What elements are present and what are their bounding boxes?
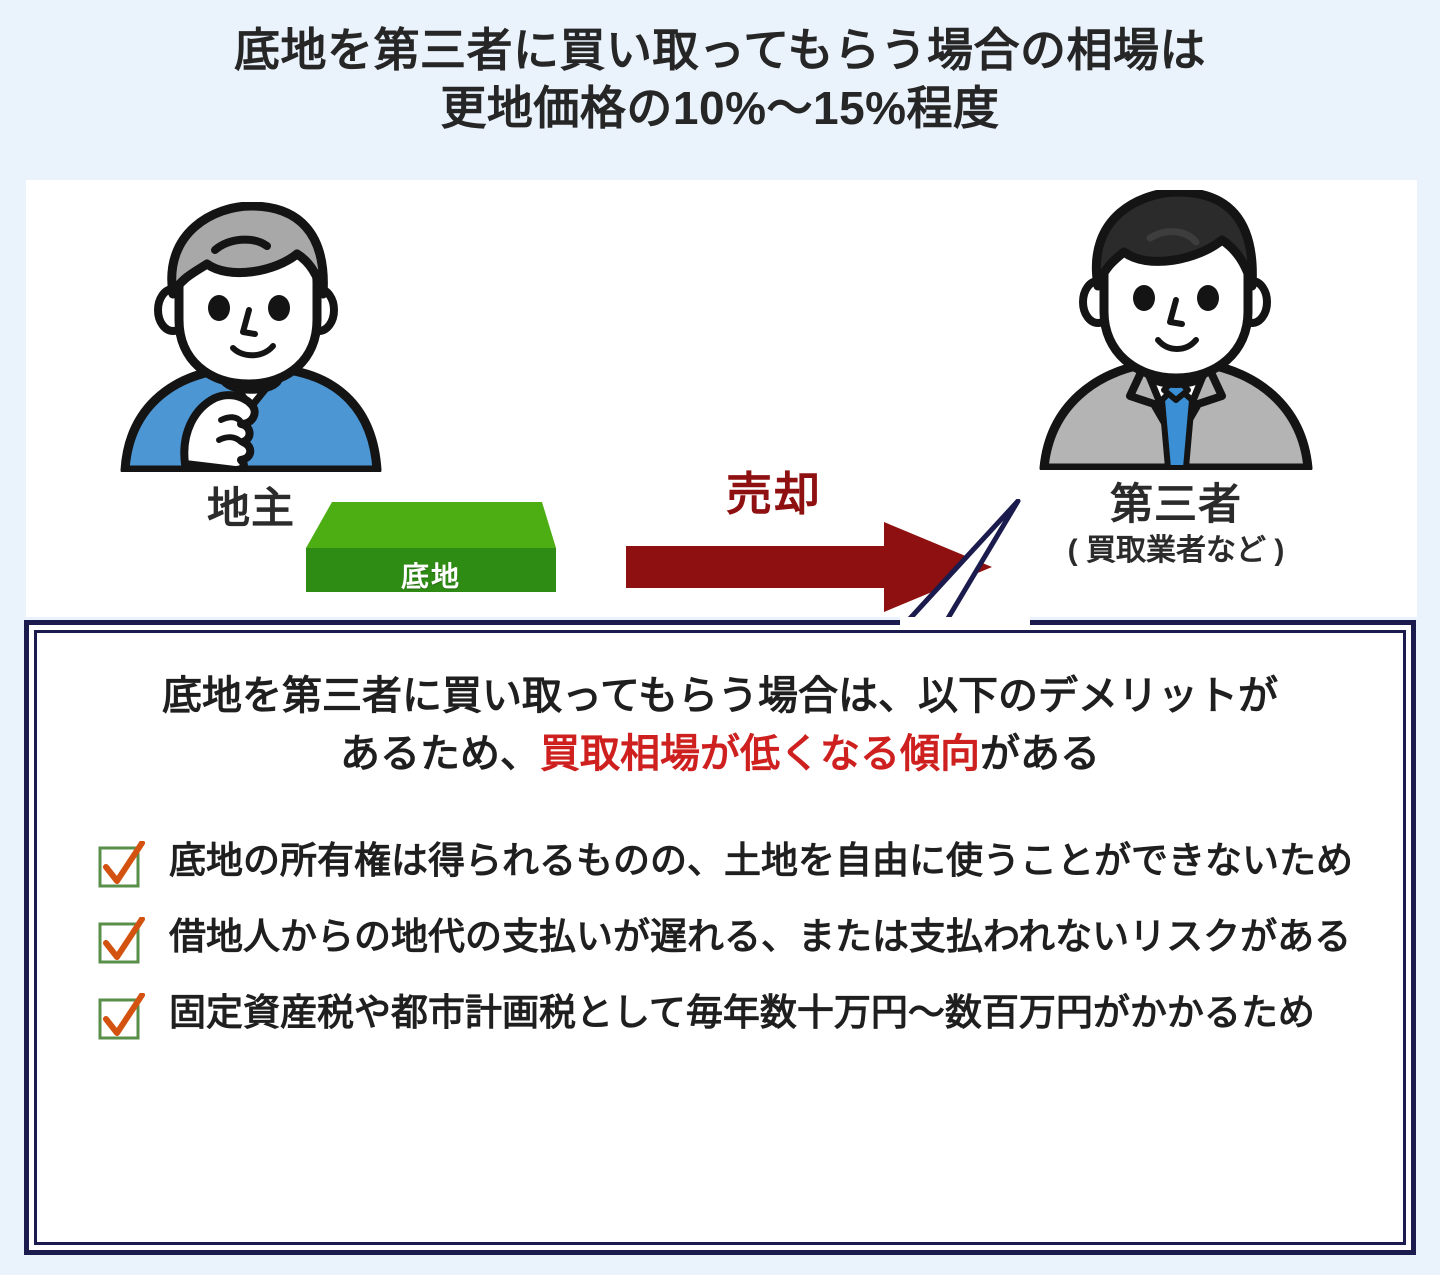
sell-arrow-label: 売却 [723,465,823,523]
sell-arrow-group: 売却 [626,460,996,612]
list-item: 底地の所有権は得られるものの、土地を自由に使うことができないため [97,835,1357,889]
callout-heading-line1: 底地を第三者に買い取ってもらう場合は、以下のデメリットが [162,674,1278,718]
land-slab-label: 底地 [400,561,461,592]
callout-heading-line2-after: がある [980,732,1100,776]
callout-heading: 底地を第三者に買い取ってもらう場合は、以下のデメリットが あるため、買取相場が低… [83,667,1357,783]
land-slab: 底地 [304,500,558,600]
checkbox-checked-icon [98,917,145,964]
landowner-person-icon [120,201,382,475]
landowner-group: 地主 [111,201,391,562]
page-title-line-1: 底地を第三者に買い取ってもらう場合の相場は [234,24,1206,76]
callout-inner-frame: 底地を第三者に買い取ってもらう場合は、以下のデメリットが あるため、買取相場が低… [34,630,1406,1245]
third-party-sublabel: ( 買取業者など ) [1067,534,1285,567]
page-title: 底地を第三者に買い取ってもらう場合の相場は 更地価格の10%～15%程度 [0,0,1440,138]
right-arrow-icon [626,522,992,612]
third-party-group: 第三者 ( 買取業者など ) [1026,187,1326,590]
list-item-text: 底地の所有権は得られるものの、土地を自由に使うことができないため [169,840,1353,881]
demerit-checklist: 底地の所有権は得られるものの、土地を自由に使うことができないため 借地人からの地… [83,835,1357,1041]
callout-heading-highlight: 買取相場が低くなる傾向 [540,732,980,776]
land-slab-icon [306,502,556,592]
third-party-label: 第三者 [1110,481,1242,529]
list-item-text: 借地人からの地代の支払いが遅れる、または支払われないリスクがある [169,916,1352,957]
checkbox-checked-icon [98,993,145,1040]
list-item: 借地人からの地代の支払いが遅れる、または支払われないリスクがある [97,911,1357,965]
callout-heading-line2-before: あるため、 [340,732,540,776]
landowner-label: 地主 [207,485,295,533]
diagram-card: 地主 底地 売却 [26,180,1417,617]
page-title-line-2: 更地価格の10%～15%程度 [440,81,1000,134]
demerit-callout-box: 底地を第三者に買い取ってもらう場合は、以下のデメリットが あるため、買取相場が低… [24,620,1416,1255]
list-item-text: 固定資産税や都市計画税として毎年数十万円～数百万円がかかるため [169,992,1315,1033]
list-item: 固定資産税や都市計画税として毎年数十万円～数百万円がかかるため [97,987,1357,1041]
businessman-person-icon [1039,187,1313,473]
checkbox-checked-icon [98,841,145,888]
